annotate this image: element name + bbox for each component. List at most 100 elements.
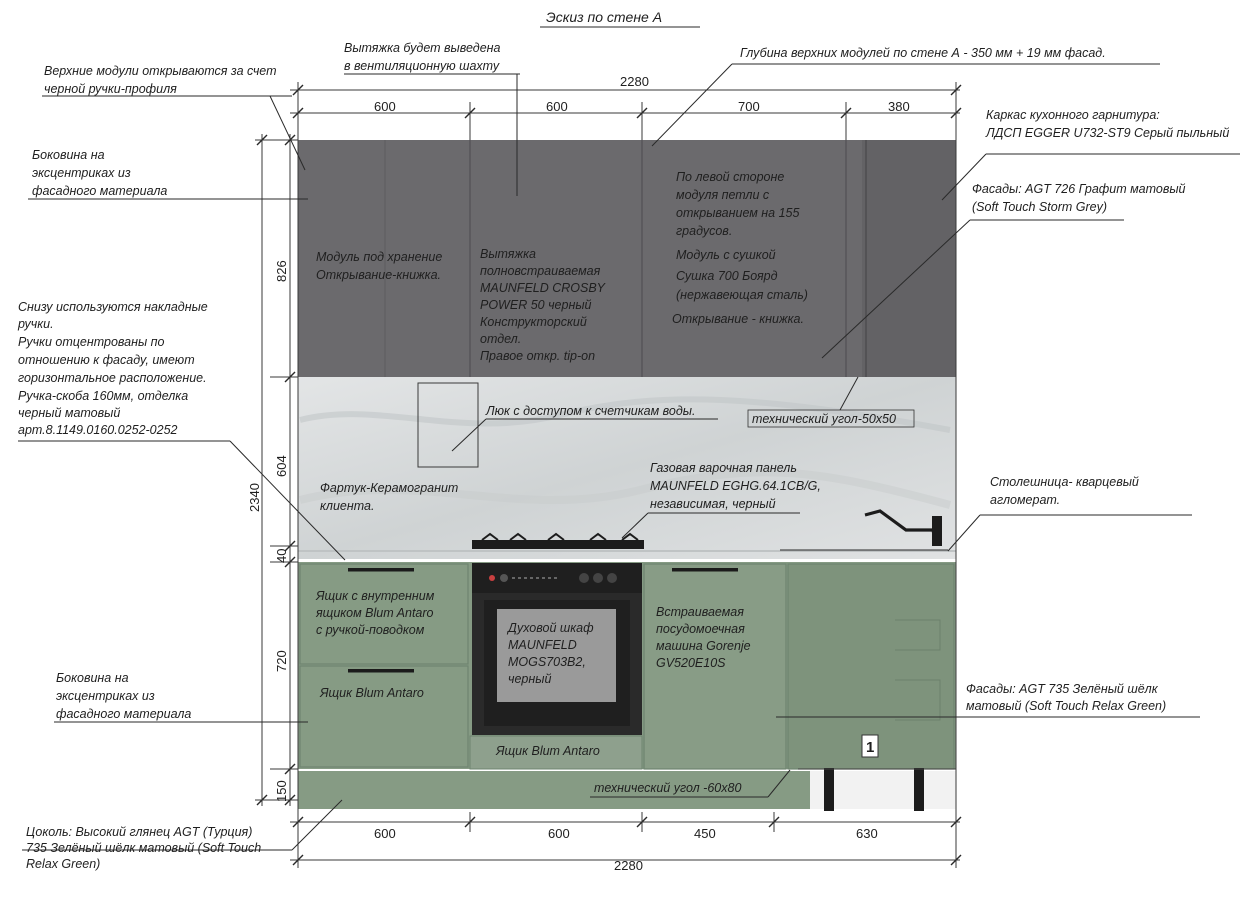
dishwasher-line: GV520E10S	[656, 656, 726, 670]
dim-height-seg-5: 150	[274, 780, 289, 802]
frame-line: ЛДСП EGGER U732-ST9 Серый пыльный	[985, 126, 1229, 140]
dishwasher-line: машина Gorenje	[656, 639, 751, 653]
oven-label: Духовой шкаф MAUNFELD MOGS703B2, черный	[506, 621, 597, 686]
oven-line: черный	[508, 672, 551, 686]
module-labels: Модуль под хранение Открывание-книжка. В…	[315, 170, 915, 795]
tech-corner-upper-box	[747, 409, 915, 428]
handles-line: отношению к фасаду, имеют	[18, 353, 195, 367]
side-upper-line: Боковина на	[32, 148, 105, 162]
handles-line: Снизу используются накладные	[18, 300, 208, 314]
drawer-handle	[348, 568, 414, 572]
dryer-line: модуля петли с	[676, 188, 770, 202]
marker-number: 1	[866, 739, 874, 756]
side-upper-line: фасадного материала	[32, 184, 167, 198]
dim-top-seg-4: 380	[888, 99, 910, 114]
hood-line: Правое откр. tip-on	[480, 349, 595, 363]
marker-box	[861, 734, 879, 758]
countertop-line: Столешница- кварцевый	[990, 475, 1139, 489]
upper-facades-line: Фасады: AGT 726 Графит матовый	[972, 182, 1186, 196]
drawer-inner-line: ящиком Blum Antaro	[315, 606, 434, 620]
dim-height-seg-2: 604	[274, 455, 289, 477]
oven-window	[497, 609, 616, 702]
upper-facades-callout: Фасады: AGT 726 Графит матовый (Soft Tou…	[972, 182, 1189, 214]
hood-line: Конструкторский	[480, 315, 587, 329]
handles-line: арт.8.1149.0160.0252-0252	[18, 423, 178, 437]
dimension-top: 2280 600 600 700 380	[290, 74, 962, 140]
hob-line: Газовая варочная панель	[650, 461, 797, 475]
handles-line: Ручка-скоба 160мм, отделка	[18, 389, 188, 403]
upper-depth-callout: Глубина верхних модулей по стене А - 350…	[740, 46, 1106, 60]
hood-line: полновстраиваемая	[480, 264, 601, 278]
dim-bottom-seg-3: 450	[694, 826, 716, 841]
handles-line: черный матовый	[18, 406, 120, 420]
dryer-line: градусов.	[676, 224, 732, 238]
lower-facades-callout: Фасады: AGT 735 Зелёный шёлк матовый (So…	[966, 682, 1166, 713]
dim-height-seg-1: 826	[274, 260, 289, 282]
dim-top-seg-2: 600	[546, 99, 568, 114]
dryer-line: По левой стороне	[676, 170, 784, 184]
dimension-bottom: 600 600 450 630 2280	[290, 810, 962, 873]
dim-top-seg-3: 700	[738, 99, 760, 114]
hood-line: Вытяжка	[480, 247, 536, 261]
backsplash	[298, 377, 956, 559]
drawer-inner-label: Ящик с внутренним ящиком Blum Antaro с р…	[315, 589, 438, 637]
dim-height-seg-4: 720	[274, 650, 289, 672]
plinth	[298, 768, 956, 811]
storage-line: Открывание-книжка.	[316, 268, 441, 282]
lower-facades-line: Фасады: AGT 735 Зелёный шёлк	[966, 682, 1159, 696]
dryer-module-label: По левой стороне модуля петли с открыван…	[672, 170, 811, 326]
hood-line: MAUNFELD CROSBY	[480, 281, 607, 295]
countertop-line: агломерат.	[990, 493, 1060, 507]
hood-line: отдел.	[480, 332, 521, 346]
leader-lines	[18, 63, 1240, 851]
dim-bottom-seg-1: 600	[374, 826, 396, 841]
upper-side-panel	[862, 140, 956, 377]
lower-facades-line: матовый (Soft Touch Relax Green)	[966, 699, 1166, 713]
hood-vent-callout: Вытяжка будет выведена в вентиляционную …	[344, 41, 504, 73]
meter-hatch	[417, 382, 479, 468]
dim-height-seg-3: 40	[274, 549, 289, 563]
side-lower-line: Боковина на	[56, 671, 129, 685]
dishwasher-handle	[672, 568, 738, 572]
side-lower-line: эксцентриках из	[56, 689, 155, 703]
side-upper-callout: Боковина на эксцентриках из фасадного ма…	[32, 148, 167, 198]
hob-label: Газовая варочная панель MAUNFELD EGHG.64…	[650, 461, 824, 511]
side-upper-line: эксцентриках из	[32, 166, 131, 180]
upper-open-callout: Верхние модули открываются за счет черно…	[44, 64, 280, 96]
faucet-icon	[864, 509, 942, 546]
dim-bottom-seg-2: 600	[548, 826, 570, 841]
frame-callout: Каркас кухонного гарнитура: ЛДСП EGGER U…	[985, 108, 1229, 140]
dim-bottom-seg-4: 630	[856, 826, 878, 841]
plinth-line: 735 Зелёный шёлк матовый (Soft Touch	[26, 841, 261, 855]
dimension-left: 2340 826 604 40 720 150	[247, 134, 298, 806]
oven-line: Духовой шкаф	[506, 621, 594, 635]
dryer-line: Открывание - книжка.	[672, 312, 804, 326]
gas-hob	[472, 532, 644, 549]
oven-drawer-front	[469, 735, 643, 770]
dryer-line: Модуль с сушкой	[676, 248, 776, 262]
meter-hatch-label: Люк с доступом к счетчикам воды.	[485, 404, 695, 418]
storage-module-label: Модуль под хранение Открывание-книжка.	[316, 250, 446, 282]
hob-line: независимая, черный	[650, 497, 776, 511]
frame-line: Каркас кухонного гарнитура:	[986, 108, 1160, 122]
side-lower-line: фасадного материала	[56, 707, 191, 721]
plinth-callout: Цоколь: Высокий глянец AGT (Турция) 735 …	[26, 825, 265, 871]
backsplash-label: Фартук-Керамогранит клиента.	[320, 481, 462, 513]
lower-cabinets: 1	[298, 562, 956, 770]
dim-height-total: 2340	[247, 483, 262, 512]
hood-line: POWER 50 черный	[480, 298, 592, 312]
hood-module-label: Вытяжка полновстраиваемая MAUNFELD CROSB…	[480, 247, 608, 363]
drawer-inner-line: Ящик с внутренним	[315, 589, 435, 603]
drawer-label: Ящик Blum Antaro	[319, 686, 424, 700]
tech-corner-lower-label: технический угол -60х80	[594, 781, 741, 795]
upper-facades-line: (Soft Touch Storm Grey)	[972, 200, 1107, 214]
upper-cabinets	[298, 140, 956, 377]
dishwasher-front	[643, 563, 787, 770]
sketch-title: Эскиз по стене А	[546, 9, 662, 25]
upper-open-line: Верхние модули открываются за счет	[44, 64, 277, 78]
oven-line: MOGS703B2,	[508, 655, 586, 669]
drawer-inner-line: с ручкой-поводком	[316, 623, 425, 637]
hood-vent-line: в вентиляционную шахту	[344, 59, 500, 73]
dishwasher-line: посудомоечная	[656, 622, 745, 636]
